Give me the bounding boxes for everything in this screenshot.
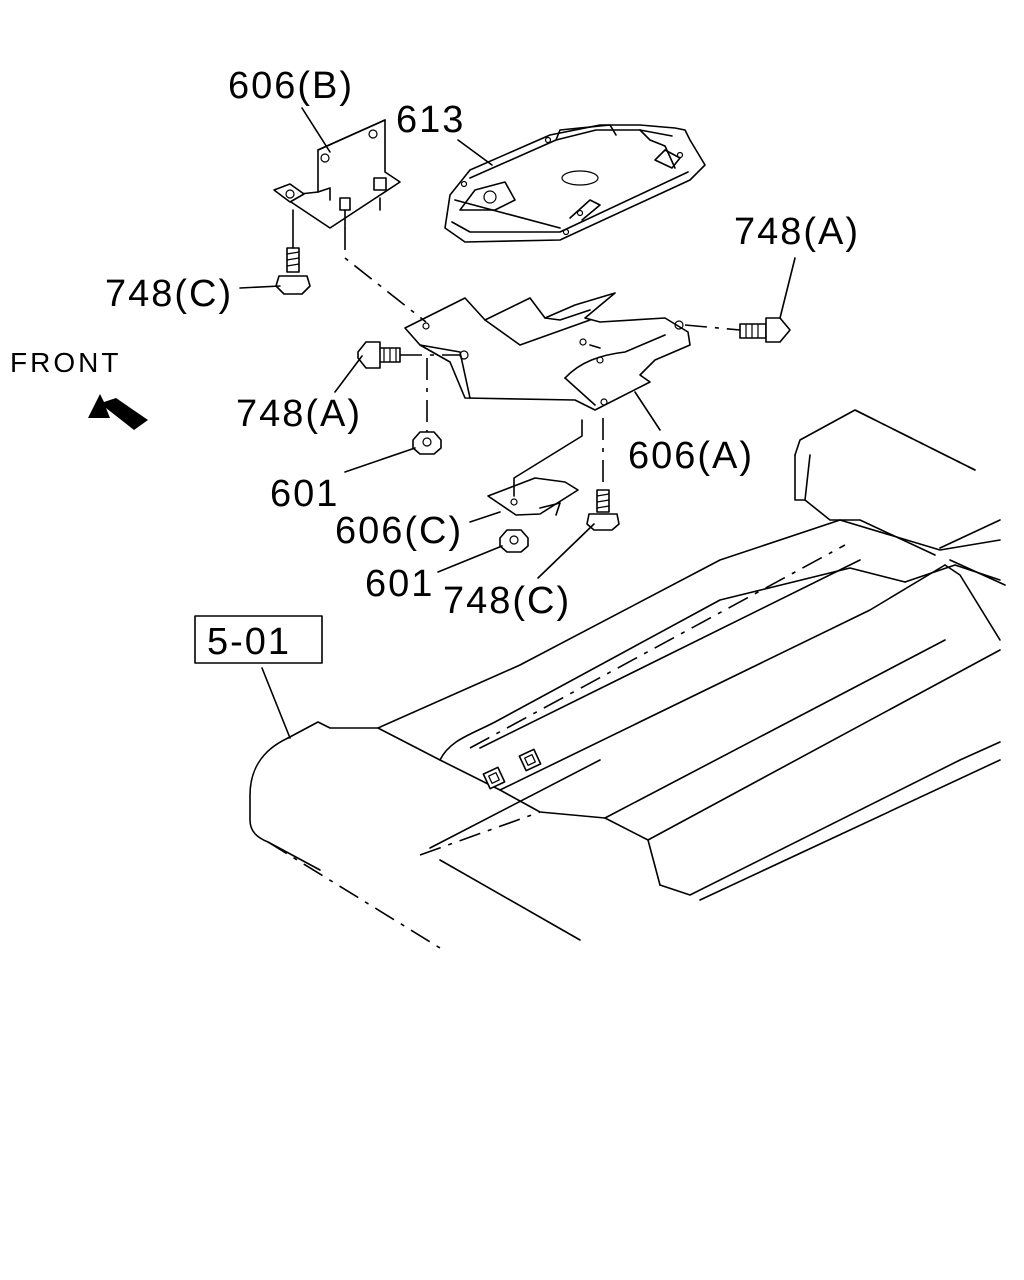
label-5-01: 5-01: [207, 621, 291, 663]
label-front: FRONT: [10, 347, 121, 378]
control-unit-613: [444, 124, 706, 243]
label-606a: 606(A): [628, 435, 754, 477]
reference-box: [194, 615, 323, 664]
nut-601-lower: [499, 529, 529, 553]
bracket-606a: [404, 292, 691, 411]
label-748c-bottom: 748(C): [443, 580, 571, 622]
bracket-606c: [487, 477, 579, 516]
label-748c-top: 748(C): [105, 273, 233, 315]
label-601-upper: 601: [270, 473, 339, 515]
bolt-748c-bottom: [586, 489, 620, 531]
bracket-606b: [273, 119, 401, 229]
bolt-748a-left: [357, 341, 401, 369]
label-748a-right: 748(A): [734, 211, 860, 253]
label-613: 613: [396, 99, 465, 141]
floor-panel: [249, 409, 1006, 949]
assembly-lines: [292, 209, 741, 497]
label-606b: 606(B): [228, 65, 354, 107]
label-748a-left: 748(A): [236, 393, 362, 435]
nut-601-upper: [412, 431, 442, 455]
leader-lines: [239, 107, 796, 739]
front-arrow-icon: [88, 394, 148, 430]
label-601-lower: 601: [365, 563, 434, 605]
label-606c: 606(C): [335, 510, 463, 552]
bolt-748c-top: [275, 247, 311, 295]
bolt-748a-right: [739, 317, 791, 343]
